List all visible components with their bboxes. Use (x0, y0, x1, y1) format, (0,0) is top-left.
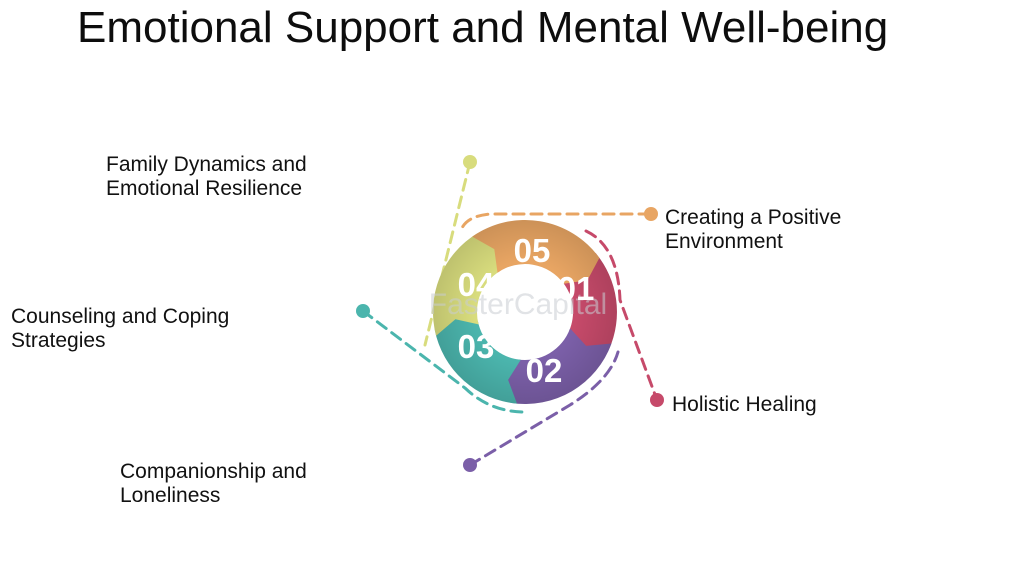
dot-02 (463, 458, 477, 472)
watermark: FasterCapital (429, 288, 607, 321)
segment-number-04: 04 (458, 266, 495, 303)
segment-number-05: 05 (514, 232, 551, 269)
label-05: Creating a Positive Environment (665, 206, 842, 253)
label-04: Family Dynamics and Emotional Resilience (106, 153, 307, 200)
dot-05 (644, 207, 658, 221)
page-title: Emotional Support and Mental Well-being (77, 3, 889, 52)
dot-03 (356, 304, 370, 318)
label-03: Counseling and Coping Strategies (11, 305, 230, 352)
dot-04 (463, 155, 477, 169)
dot-01 (650, 393, 664, 407)
segment-number-03: 03 (458, 328, 495, 365)
label-02: Companionship and Loneliness (120, 460, 307, 507)
label-01: Holistic Healing (672, 393, 817, 416)
segment-number-02: 02 (526, 352, 563, 389)
segment-number-01: 01 (558, 270, 595, 307)
